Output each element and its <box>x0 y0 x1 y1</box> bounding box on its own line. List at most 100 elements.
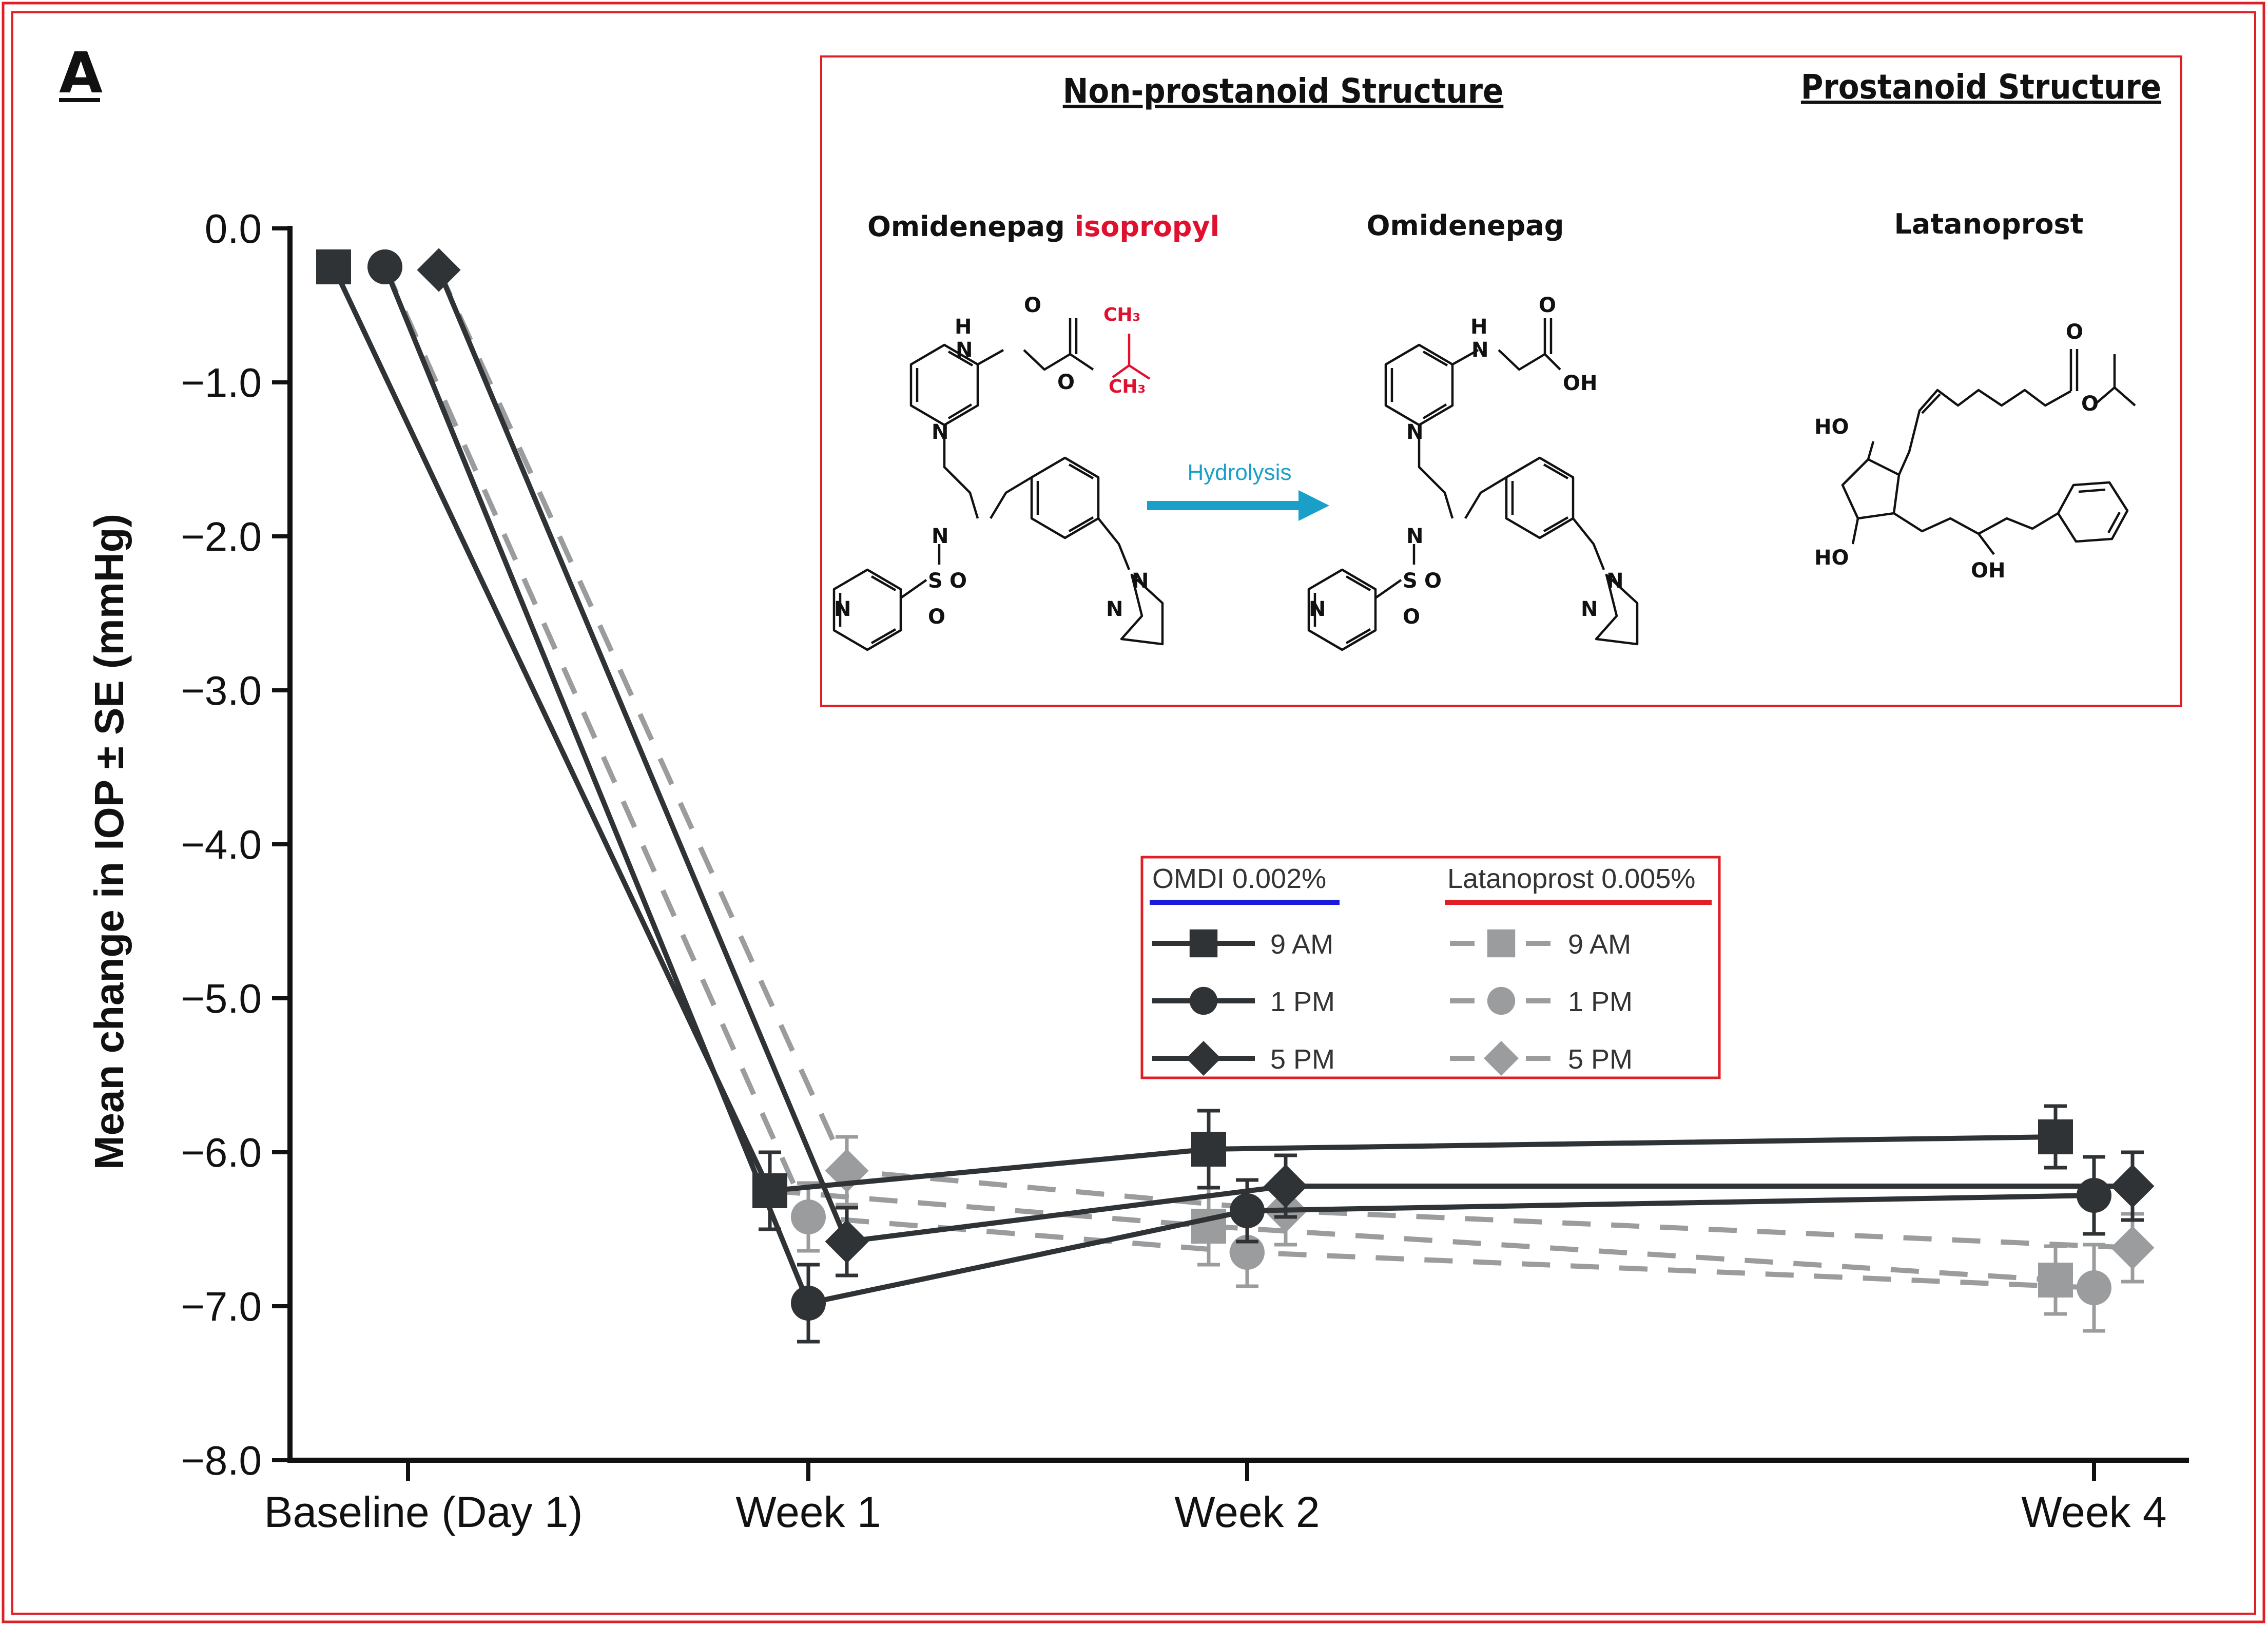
legend-label: 5 PM <box>1270 1044 1335 1075</box>
mol1-atom-n5: N <box>1106 597 1123 621</box>
mol2-atom-n5: N <box>1581 597 1598 621</box>
mol3-atom-o2: O <box>2081 392 2099 416</box>
data-point <box>367 249 402 284</box>
mol1-atom-n2: N <box>932 420 948 444</box>
mol1-name-main: Omidenepag <box>867 210 1075 243</box>
series-layer <box>316 248 2155 1344</box>
y-tick-label: −3.0 <box>181 668 262 713</box>
mol1-atom-s: S <box>928 569 943 593</box>
y-tick-label: 0.0 <box>205 206 262 251</box>
legend-group1-heading: OMDI 0.002% <box>1152 863 1326 894</box>
mol1-atom-n6: N <box>1132 569 1149 593</box>
y-axis-label: Mean change in IOP ± SE (mmHg) <box>86 514 132 1170</box>
legend-label: 1 PM <box>1568 986 1633 1017</box>
omidenepag-structure: H N N O OH N S O O N N N <box>1307 294 1639 651</box>
mol1-atom-ch3-b: CH₃ <box>1109 376 1146 397</box>
legend-swatch-marker <box>1487 929 1516 958</box>
series-omdi-0-002-5-pm <box>417 248 2155 1277</box>
mol3-atom-ho1: HO <box>1814 415 1849 439</box>
y-tick-label: −7.0 <box>181 1284 262 1329</box>
data-point <box>2038 1119 2073 1154</box>
legend-frame <box>1140 856 1721 1079</box>
mol1-atom-n1: N <box>956 338 973 362</box>
data-point <box>791 1199 826 1234</box>
mol2-atom-o3: O <box>1424 569 1442 593</box>
hydrolysis-label: Hydrolysis <box>1188 460 1292 485</box>
mol2-atom-oh: OH <box>1563 372 1597 395</box>
legend-label: 5 PM <box>1568 1044 1633 1075</box>
inner-frame <box>11 11 2256 1615</box>
legend-swatch-marker <box>1189 986 1218 1015</box>
mol1-atom-o2: O <box>1057 371 1075 394</box>
mol2-atom-h: H <box>1470 315 1487 339</box>
panel-letter: A <box>59 40 103 106</box>
data-point <box>417 248 461 292</box>
data-point <box>2038 1263 2073 1298</box>
data-point <box>2077 1270 2111 1305</box>
series-omdi-0-002-1-pm <box>367 249 2111 1344</box>
legend-entries: 9 AM 9 AM 1 PM 1 PM 5 PM 5 PM <box>1152 929 1633 1076</box>
prostanoid-heading: Prostanoid Structure <box>1801 67 2161 107</box>
y-tick-label: −6.0 <box>181 1130 262 1175</box>
y-tick-label: −2.0 <box>181 514 262 559</box>
x-tick-label: Week 4 <box>2021 1488 2166 1536</box>
legend-swatch-marker <box>1484 1041 1519 1076</box>
series-line <box>382 266 2095 1306</box>
y-tick-label: −1.0 <box>181 360 262 405</box>
legend-swatch-marker <box>1186 1041 1221 1076</box>
x-ticks: Baseline (Day 1) Week 1 Week 2 Week 4 <box>264 1460 2167 1536</box>
data-point <box>1230 1193 1265 1228</box>
series-line <box>382 265 2095 1290</box>
legend-label: 9 AM <box>1270 929 1333 960</box>
inset-frame <box>820 55 2182 707</box>
data-point <box>2110 1164 2155 1208</box>
omidenepag-isopropyl-name: Omidenepag isopropyl <box>867 210 1219 243</box>
data-point <box>1230 1235 1265 1270</box>
mol2-atom-n6: N <box>1606 569 1623 593</box>
data-point <box>1264 1164 1308 1208</box>
mol3-atom-o1: O <box>2066 320 2083 344</box>
legend-swatch-marker <box>1189 929 1218 958</box>
hydrolysis-arrow <box>1147 490 1329 521</box>
mol1-atom-o4: O <box>928 605 945 629</box>
y-tick-label: −8.0 <box>181 1438 262 1483</box>
mol1-atom-h: H <box>955 315 972 339</box>
mol1-atom-o3: O <box>949 569 967 593</box>
mol2-atom-s: S <box>1403 569 1418 593</box>
mol1-atom-n4: N <box>834 597 851 621</box>
y-tick-label: −4.0 <box>181 822 262 867</box>
mol1-atom-ch3-a: CH₃ <box>1103 304 1140 325</box>
mol1-name-suffix: isopropyl <box>1075 210 1220 243</box>
mol3-atom-oh: OH <box>1971 559 2005 583</box>
series-line <box>436 269 2133 1245</box>
series-line <box>331 265 2056 1194</box>
mol2-atom-n3: N <box>1406 525 1423 548</box>
legend-swatch-marker <box>1487 986 1516 1015</box>
mol2-atom-o1: O <box>1539 294 1556 317</box>
x-tick-label: Week 1 <box>735 1488 881 1536</box>
omidenepag-isopropyl-structure: H N N O O CH₃ CH₃ N S O O N N N <box>832 294 1164 651</box>
latanoprost-name: Latanoprost <box>1894 208 2084 240</box>
mol1-atom-n3: N <box>932 525 948 548</box>
data-point <box>825 1220 869 1264</box>
y-ticks: 0.0−1.0−2.0−3.0−4.0−5.0−6.0−7.0−8.0 <box>181 206 290 1483</box>
data-point <box>316 249 351 284</box>
mol2-atom-o4: O <box>1403 605 1420 629</box>
latanoprost-structure: HO HO OH O O <box>1814 320 2136 583</box>
non-prostanoid-heading: Non-prostanoid Structure <box>1063 71 1504 111</box>
omidenepag-name: Omidenepag <box>1367 209 1564 242</box>
mol3-atom-ho2: HO <box>1814 546 1849 570</box>
mol1-atom-o1: O <box>1024 294 1041 317</box>
x-tick-label: Baseline (Day 1) <box>264 1488 583 1536</box>
x-tick-label: Week 2 <box>1174 1488 1320 1536</box>
data-point <box>1191 1132 1226 1167</box>
mol2-atom-n2: N <box>1406 420 1423 444</box>
legend-label: 9 AM <box>1568 929 1631 960</box>
mol2-atom-n1: N <box>1471 338 1488 362</box>
data-point <box>2110 1226 2155 1270</box>
legend-label: 1 PM <box>1270 986 1335 1017</box>
mol2-atom-n4: N <box>1309 597 1326 621</box>
